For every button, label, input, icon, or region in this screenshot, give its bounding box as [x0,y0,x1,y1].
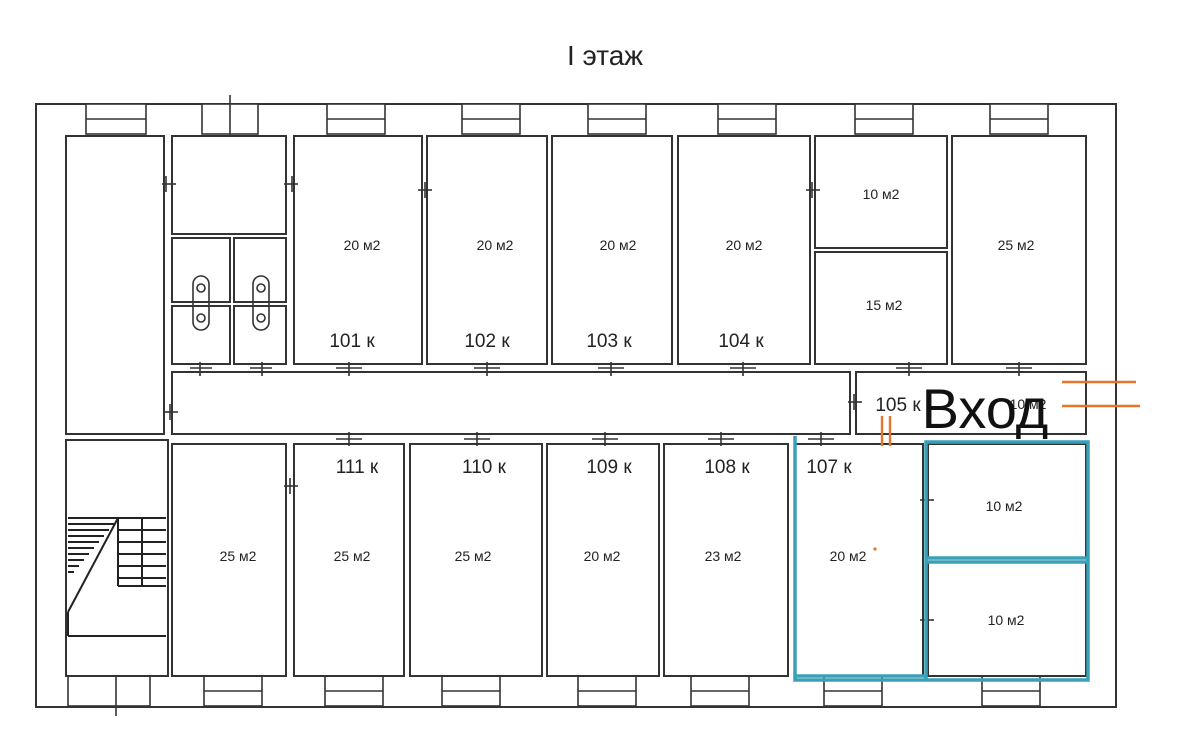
top-windows [85,95,1049,144]
room-15m2 [814,251,948,365]
room-111-area: 25 м2 [334,548,371,564]
room-110-number: 110 к [462,457,507,478]
room-10m2-bottom-a [927,443,1087,559]
room-103-number: 103 к [586,331,632,352]
room-102-number: 102 к [464,331,510,352]
room-25m2-bottom [171,443,287,677]
toilet-icon [252,275,270,331]
staircase [67,517,166,637]
utility-room [171,135,287,235]
room-110 [409,443,543,677]
floor-title: I этаж [567,40,643,71]
corridor [171,371,851,435]
room-105-area: 10 м2 [1010,396,1047,412]
entrance-marker [873,380,1140,551]
room-101-number: 101 к [329,331,375,352]
restroom-stall [171,305,231,365]
doors [162,176,1032,628]
room-102 [426,135,548,365]
room-108-area: 23 м2 [705,548,742,564]
entrance-label: Вход [922,377,1049,440]
room-15m2-area: 15 м2 [866,297,903,313]
room-107-number: 107 к [806,457,852,478]
room-10m2-top-area: 10 м2 [863,186,900,202]
room-111 [293,443,405,677]
room-10m2-bottom-a-area: 10 м2 [986,498,1023,514]
highlighted-rooms [793,436,1090,682]
room-10m2-top [814,135,948,249]
room-105-number: 105 к [875,395,921,416]
room-103 [551,135,673,365]
room-25m2-top-area: 25 м2 [998,237,1035,253]
room-101-area: 20 м2 [344,237,381,253]
toilet-icon [192,275,210,331]
restroom-stall [233,305,287,365]
room-102-area: 20 м2 [477,237,514,253]
room-25m2-bottom-area: 25 м2 [220,548,257,564]
room-109-area: 20 м2 [584,548,621,564]
room-104 [677,135,811,365]
room-108 [663,443,789,677]
room-105 [855,371,1087,435]
room-101 [293,135,423,365]
room-107 [794,443,924,677]
room-109 [546,443,660,677]
room-108-number: 108 к [704,457,750,478]
room-110-area: 25 м2 [455,548,492,564]
room-10m2-bottom-b [927,561,1087,677]
room-107-area: 20 м2 [830,548,867,564]
room-109-number: 109 к [586,457,632,478]
room-104-area: 20 м2 [726,237,763,253]
room-103-area: 20 м2 [600,237,637,253]
left-corridor-space [65,135,165,435]
room-10m2-bottom-b-area: 10 м2 [988,612,1025,628]
room-111-number: 111 к [336,457,379,478]
room-104-number: 104 к [718,331,764,352]
